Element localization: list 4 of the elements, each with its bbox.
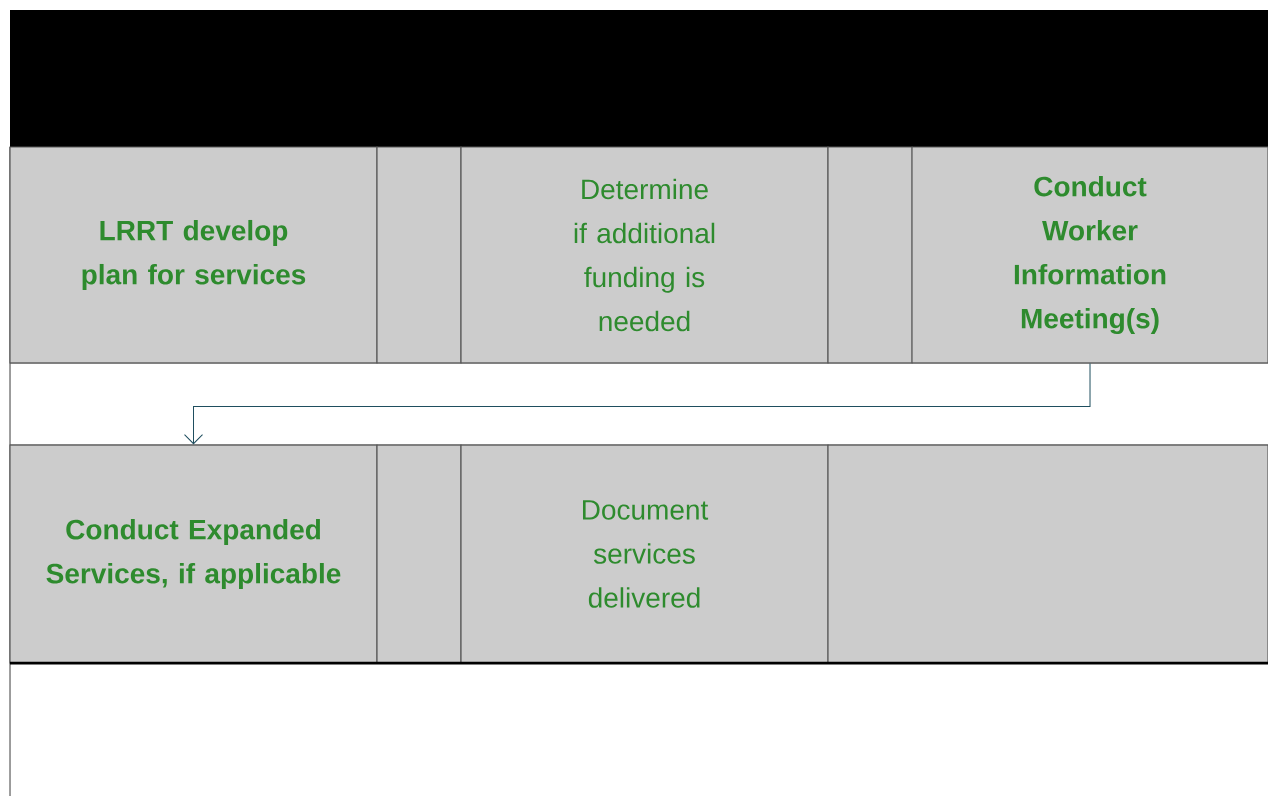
empty-cell — [376, 146, 462, 364]
empty-cell — [827, 146, 913, 364]
empty-cell — [376, 444, 462, 664]
arrow — [184, 363, 1091, 445]
